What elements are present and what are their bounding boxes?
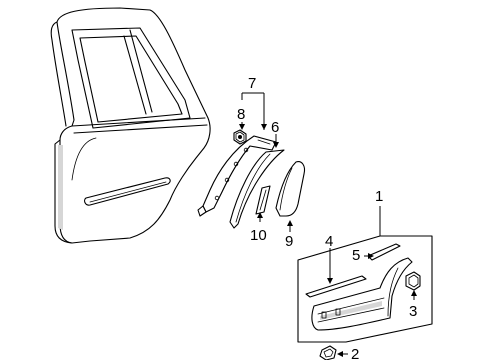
- callout-1: 1: [375, 188, 383, 205]
- callout-7: 7: [248, 75, 256, 92]
- callout-labels: 7 8 6 10 9 1 5 4 3 2: [237, 75, 417, 360]
- bracket-part-7: [197, 135, 277, 217]
- callout-9: 9: [285, 233, 293, 250]
- leader-lines: [239, 92, 417, 357]
- quarter-molding-assembly: [311, 257, 413, 331]
- callout-3: 3: [409, 303, 417, 320]
- callout-6: 6: [271, 119, 279, 136]
- clip-part-8: [233, 129, 247, 145]
- molding-part-5: [367, 243, 401, 261]
- arch-molding-part-6: [229, 149, 285, 229]
- callout-10: 10: [250, 227, 267, 244]
- molding-part-4: [305, 275, 367, 298]
- flare-part-9: [275, 161, 306, 217]
- clip-part-2: [319, 345, 337, 360]
- callout-2: 2: [351, 346, 359, 360]
- rear-door: [50, 7, 211, 244]
- clip-part-3: [405, 271, 421, 291]
- assembly-box-part-1: [297, 235, 433, 360]
- strip-part-10: [255, 185, 271, 215]
- callout-4: 4: [325, 233, 333, 250]
- callout-8: 8: [237, 106, 245, 123]
- callout-5: 5: [352, 247, 360, 264]
